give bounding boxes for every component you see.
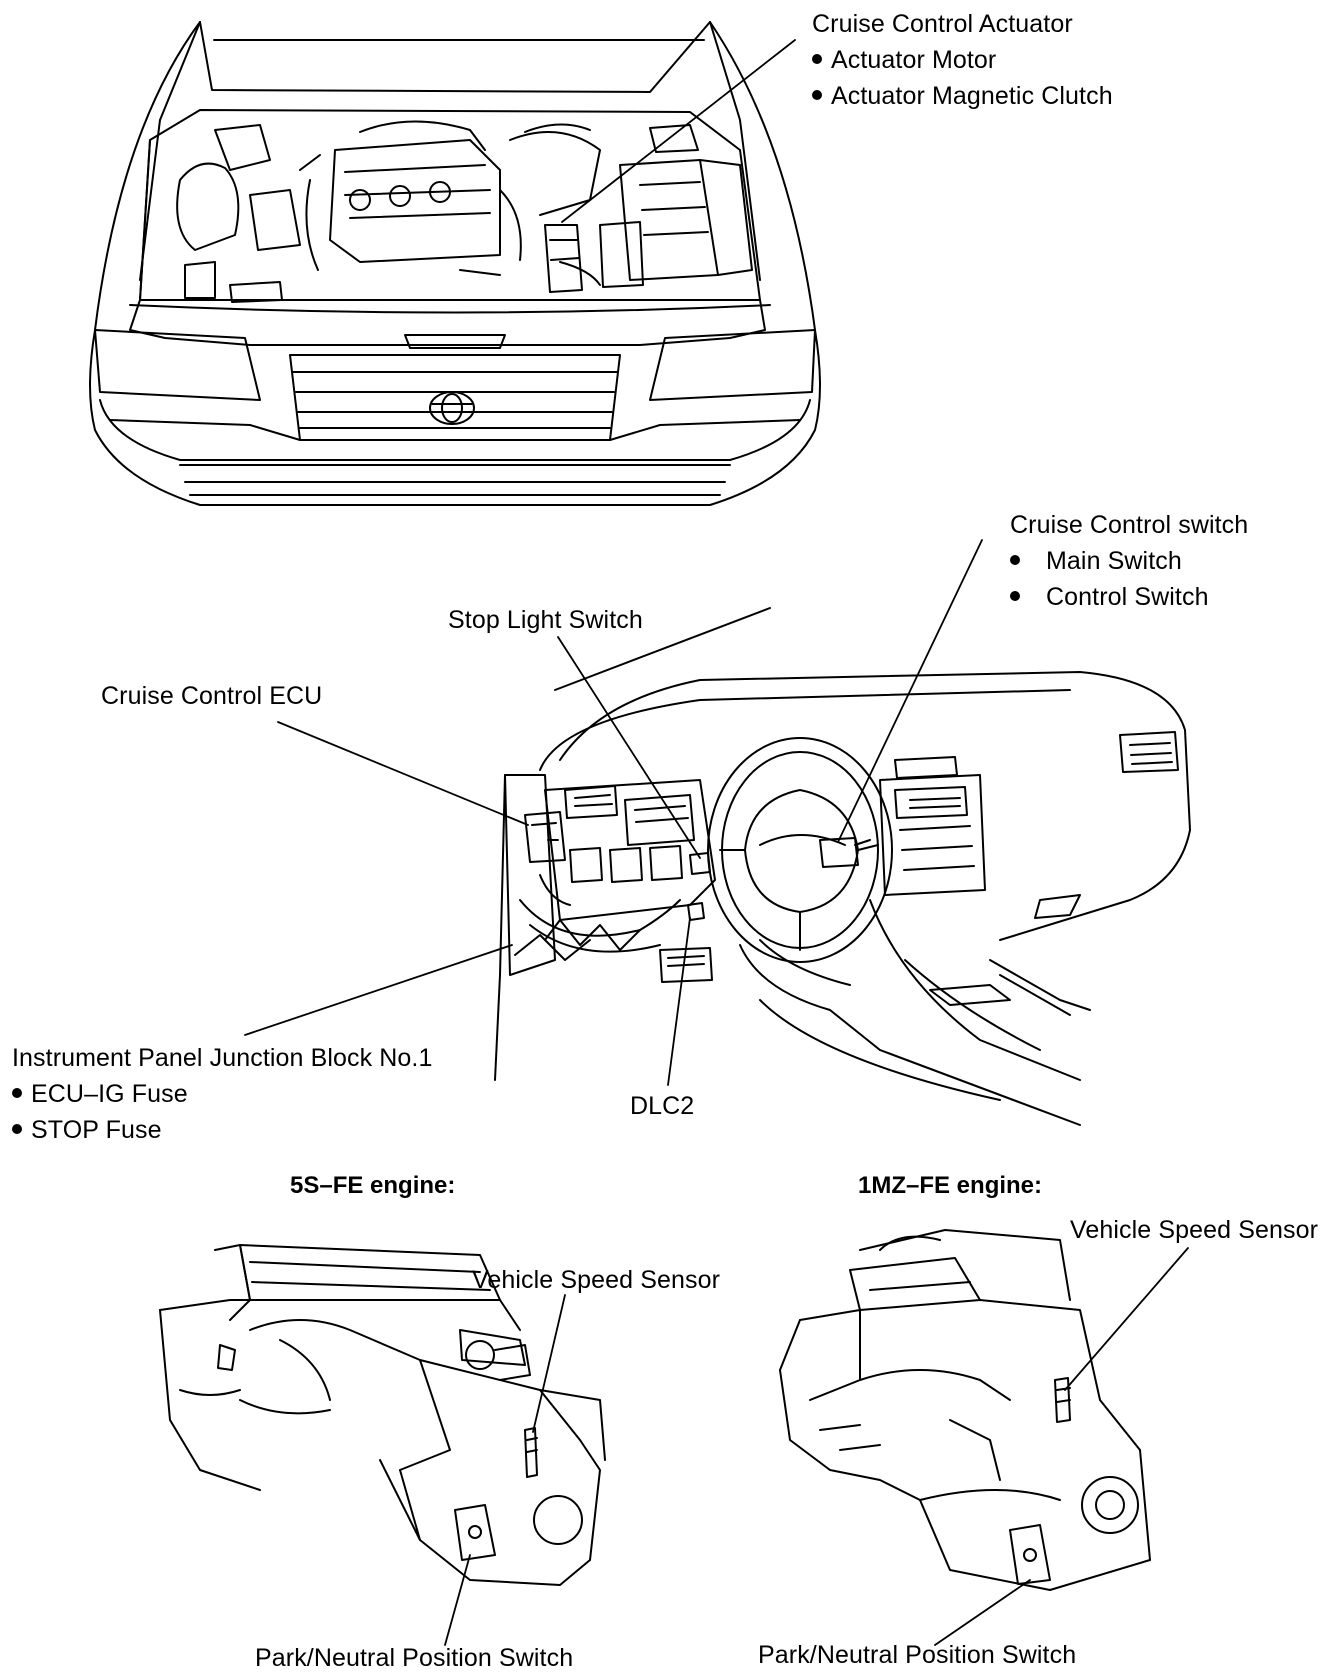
engine-1mzfe-illustration — [779, 1229, 1151, 1591]
stop-light-switch-label: Stop Light Switch — [448, 606, 643, 634]
actuator-title: Cruise Control Actuator — [812, 10, 1073, 38]
bullet-icon — [1010, 591, 1020, 602]
car-front-illustration — [89, 21, 821, 506]
bullet-icon — [12, 1088, 22, 1099]
switch-label: Cruise Control switch Main Switch Contro… — [1010, 507, 1248, 615]
junction-item-2: STOP Fuse — [12, 1112, 432, 1148]
switch-title: Cruise Control switch — [1010, 511, 1249, 539]
junction-item-1: ECU–IG Fuse — [12, 1076, 432, 1112]
bullet-icon — [812, 54, 822, 65]
leader-lines-top — [561, 39, 796, 223]
bullet-icon — [812, 90, 822, 101]
pn-switch-1mzfe-label: Park/Neutral Position Switch — [758, 1641, 1077, 1669]
engine-1mzfe-heading: 1MZ–FE engine: — [858, 1172, 1043, 1199]
leader-lines-dashboard — [244, 539, 983, 1086]
engine-5sfe-illustration — [159, 1244, 606, 1586]
bullet-icon — [12, 1124, 22, 1135]
speed-sensor-5sfe-label: Vehicle Speed Sensor — [472, 1266, 721, 1294]
actuator-label: Cruise Control Actuator Actuator Motor A… — [812, 6, 1113, 114]
switch-item-2: Control Switch — [1010, 579, 1248, 615]
speed-sensor-1mzfe-label: Vehicle Speed Sensor — [1070, 1216, 1319, 1244]
switch-item-1: Main Switch — [1010, 543, 1248, 579]
bullet-icon — [1010, 555, 1020, 566]
engine-5sfe-heading: 5S–FE engine: — [290, 1172, 456, 1199]
junction-title: Instrument Panel Junction Block No.1 — [12, 1044, 433, 1072]
actuator-item-2: Actuator Magnetic Clutch — [812, 78, 1113, 114]
dashboard-illustration — [494, 607, 1191, 1126]
junction-block-label: Instrument Panel Junction Block No.1 ECU… — [12, 1040, 432, 1148]
pn-switch-5sfe-label: Park/Neutral Position Switch — [255, 1644, 574, 1672]
dlc2-label: DLC2 — [630, 1092, 695, 1120]
actuator-item-1: Actuator Motor — [812, 42, 1113, 78]
leader-lines-engines — [444, 1247, 1189, 1646]
cruise-ecu-label: Cruise Control ECU — [101, 682, 323, 710]
